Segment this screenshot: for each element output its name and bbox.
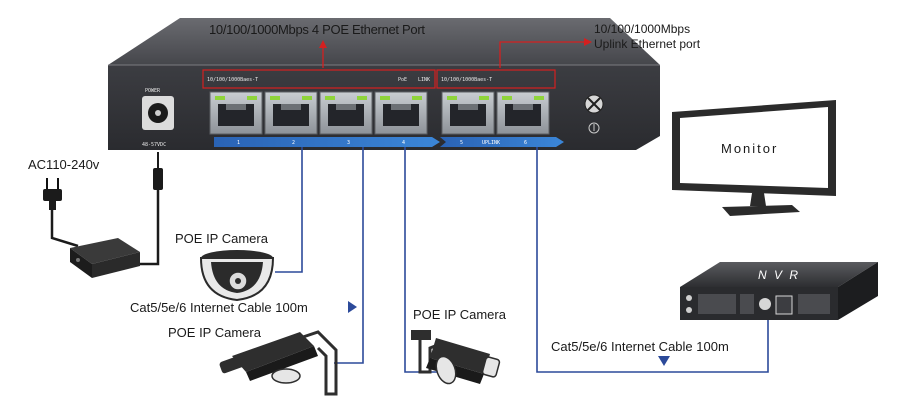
cable-port-6 (536, 147, 769, 373)
uplink-port-group-outline (436, 69, 556, 89)
ethernet-port-6[interactable] (496, 91, 550, 135)
switch-top-surface (108, 18, 660, 65)
port-number-1: 1 (237, 140, 240, 146)
port-number-6: 6 (524, 140, 527, 146)
bullet-camera-icon (219, 330, 338, 396)
cable-right-arrow-icon (658, 356, 670, 366)
port-number-4: 4 (402, 140, 405, 146)
cable-port-2 (275, 147, 303, 273)
uplink-label-line2: Uplink Ethernet port (594, 37, 701, 51)
power-voltage-label: 48-57VDC (142, 142, 166, 148)
cable-port-3 (334, 147, 364, 364)
poe-port-group-outline (202, 69, 436, 89)
poe-tag: PoE (398, 77, 407, 83)
uplink-group-label: 10/100/1000Baes-T (441, 77, 492, 83)
link-tag: LINK (418, 77, 430, 83)
ground-screw-icon (584, 94, 604, 134)
nvr-icon: N V R (680, 262, 878, 320)
ethernet-port-4[interactable] (374, 91, 428, 135)
dome-camera-icon (199, 250, 275, 302)
power-plug-icon (43, 178, 62, 210)
cable-left-arrow-icon (348, 301, 357, 313)
poe-ports-callout: 10/100/1000Mbps 4 POE Ethernet Port (209, 22, 426, 68)
cable-right-label: Cat5/5e/6 Internet Cable 100m (551, 339, 729, 354)
ethernet-port-3[interactable] (319, 91, 373, 135)
ethernet-port-2[interactable] (264, 91, 318, 135)
port-number-2: 2 (292, 140, 295, 146)
ac-input-label: AC110-240v (28, 157, 100, 172)
port-number-3: 3 (347, 140, 350, 146)
power-adapter-icon (70, 238, 140, 278)
nvr-label: N V R (758, 268, 800, 282)
monitor-label: Monitor (721, 141, 778, 156)
bullet-camera-icon-right (411, 330, 501, 385)
uplink-callout: 10/100/1000Mbps Uplink Ethernet port (499, 22, 701, 68)
uplink-tag: UPLINK (482, 140, 500, 146)
cable-left-label: Cat5/5e/6 Internet Cable 100m (130, 300, 308, 315)
dc-plug-icon (153, 168, 163, 190)
poe-port-number-strip (214, 137, 440, 147)
port-number-5: 5 (460, 140, 463, 146)
uplink-port-number-strip (440, 137, 564, 147)
poe-switch: POWER 48-57VDC 10/100/1000Baes-T PoE LIN… (108, 18, 660, 150)
camera-dome-label: POE IP Camera (175, 231, 269, 246)
power-supply-chain: AC110-240v (28, 152, 163, 278)
power-label: POWER (145, 88, 161, 94)
camera-bullet-left-label: POE IP Camera (168, 325, 262, 340)
ethernet-port-1[interactable] (209, 91, 263, 135)
ethernet-port-5[interactable] (441, 91, 495, 135)
uplink-label-line1: 10/100/1000Mbps (594, 22, 690, 36)
camera-bullet-right-label: POE IP Camera (413, 307, 507, 322)
monitor-icon: Monitor (672, 100, 836, 216)
poe-group-label: 10/100/1000Baes-T (207, 77, 258, 83)
poe-ports-label: 10/100/1000Mbps 4 POE Ethernet Port (209, 22, 425, 37)
